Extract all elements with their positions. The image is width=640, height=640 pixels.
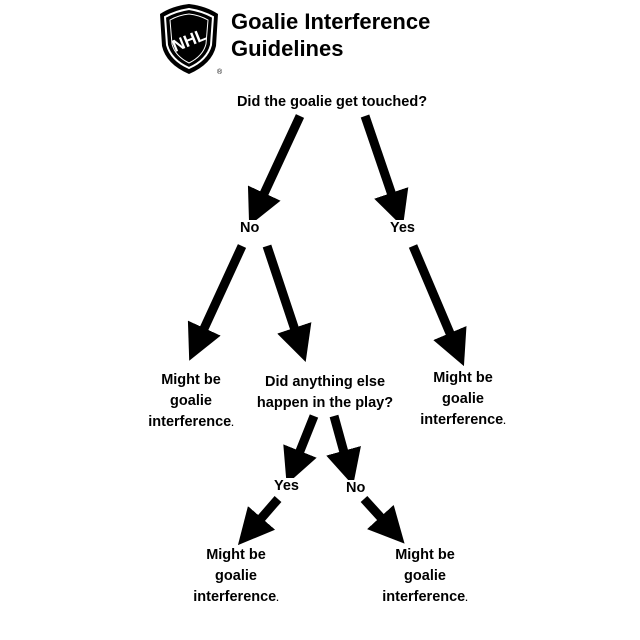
middle-question: Did anything else happen in the play? <box>250 372 400 414</box>
middle-question-line-1: Did anything else <box>264 374 386 390</box>
leaf-bottom-right-line-3: interference. <box>382 589 468 605</box>
sub-branch-label-no: No <box>345 480 367 496</box>
leaf-right-line-1: Might be <box>433 370 493 386</box>
sub-branch-label-yes: Yes <box>273 478 300 494</box>
leaf-right: Might be goalie interference. <box>408 368 518 432</box>
nhl-logo: NHL ® <box>160 4 223 76</box>
arrow-middle-to-sub-no <box>326 414 361 486</box>
title-line-2: Guidelines <box>231 36 344 61</box>
leaf-right-line-2: goalie <box>442 391 484 407</box>
branch-label-yes: Yes <box>389 220 416 236</box>
logo-registered-mark: ® <box>217 68 223 76</box>
leaf-bottom-right-line-2: goalie <box>404 568 446 584</box>
leaf-bottom-right-line-1: Might be <box>395 547 455 563</box>
arrow-root-to-yes <box>360 114 409 227</box>
page-title: Goalie Interference Guidelines <box>231 8 430 62</box>
arrow-no-to-left-leaf <box>187 244 247 361</box>
leaf-bottom-left-line-3: interference. <box>193 589 279 605</box>
root-question: Did the goalie get touched? <box>229 92 435 113</box>
title-line-1: Goalie Interference <box>231 9 431 34</box>
arrow-sub-no-to-leaf <box>360 495 405 544</box>
arrow-no-to-middle <box>262 244 312 363</box>
branch-label-no: No <box>239 220 261 236</box>
leaf-right-line-3: interference. <box>420 412 506 428</box>
arrow-middle-to-sub-yes <box>283 414 319 485</box>
leaf-left-line-2: goalie <box>170 393 212 409</box>
leaf-left-line-1: Might be <box>161 372 221 388</box>
root-question-text: Did the goalie get touched? <box>236 94 428 110</box>
arrow-sub-yes-to-leaf <box>237 496 282 546</box>
leaf-bottom-left-line-1: Might be <box>206 547 266 563</box>
leaf-bottom-left: Might be goalie interference. <box>181 545 291 609</box>
middle-question-line-2: happen in the play? <box>256 395 394 411</box>
leaf-left-line-3: interference. <box>148 414 234 430</box>
arrow-yes-to-right-leaf <box>408 244 467 367</box>
leaf-bottom-left-line-2: goalie <box>215 568 257 584</box>
leaf-left: Might be goalie interference. <box>136 370 246 434</box>
arrow-root-to-no <box>247 114 305 226</box>
leaf-bottom-right: Might be goalie interference. <box>370 545 480 609</box>
